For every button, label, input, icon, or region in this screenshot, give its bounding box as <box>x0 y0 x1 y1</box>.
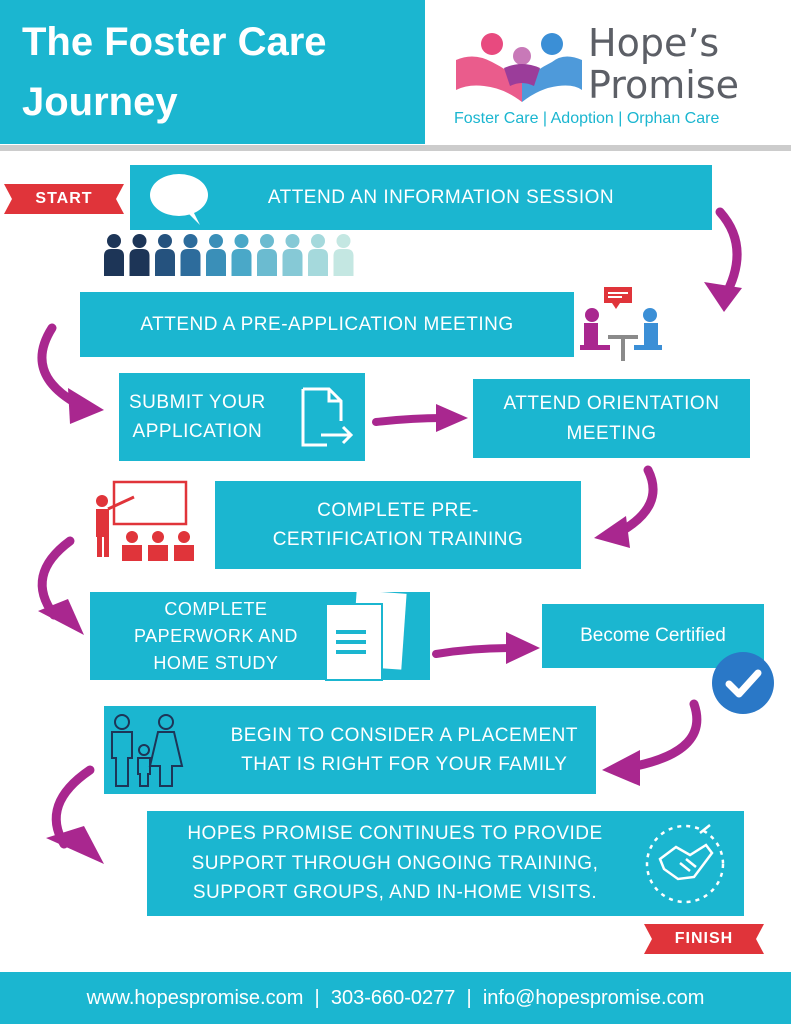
speech-bubble-icon <box>150 174 208 225</box>
step-5-box: COMPLETE PRE- CERTIFICATION TRAINING <box>215 481 581 569</box>
footer-phone-link[interactable]: 303-660-0277 <box>330 986 456 1009</box>
step-8-text-line-2: THAT IS RIGHT FOR YOUR FAMILY <box>241 754 568 775</box>
person-head <box>311 234 325 248</box>
document-icon <box>301 387 354 447</box>
checkmark-icon <box>712 652 774 714</box>
step-2-text: ATTEND A PRE-APPLICATION MEETING <box>140 313 514 335</box>
step-2-box: ATTEND A PRE-APPLICATION MEETING <box>80 292 574 357</box>
person-body <box>333 249 354 276</box>
step-6-text-line-1: COMPLETE <box>164 598 268 619</box>
step-3-box: SUBMIT YOUR APPLICATION <box>119 373 365 461</box>
step-1-text: ATTEND AN INFORMATION SESSION <box>267 186 615 208</box>
brand-name-line-1: Hope’s <box>588 21 720 65</box>
start-ribbon: START <box>4 184 124 214</box>
step-9-text-line-3: SUPPORT GROUPS, AND IN-HOME VISITS. <box>192 882 598 904</box>
step-9-text-line-1: HOPES PROMISE CONTINUES TO PROVIDE <box>187 823 603 845</box>
step-5-text-line-2: CERTIFICATION TRAINING <box>272 529 524 550</box>
page-title-line-2: Journey <box>22 80 178 124</box>
meeting-icon <box>580 287 662 361</box>
step-9-box: HOPES PROMISE CONTINUES TO PROVIDE SUPPO… <box>147 811 744 916</box>
header-divider <box>0 145 791 151</box>
step-8-box: BEGIN TO CONSIDER A PLACEMENT THAT IS RI… <box>104 706 596 794</box>
step-7-text: Become Certified <box>580 625 726 647</box>
teacher-icon <box>96 480 194 561</box>
person-head <box>285 234 300 248</box>
step-9-text-line-2: SUPPORT THROUGH ONGOING TRAINING, <box>191 852 599 874</box>
people-gradient-icon <box>104 234 354 276</box>
person-head <box>107 234 121 248</box>
footer: www.hopespromise.com | 303-660-0277 | in… <box>0 972 791 1024</box>
person-head <box>260 234 274 248</box>
step-5-text-line-1: COMPLETE PRE- <box>317 499 479 521</box>
handshake-icon <box>645 824 725 904</box>
logo-icon <box>456 33 582 102</box>
step-6-text-line-2: PAPERWORK AND <box>134 625 298 646</box>
finish-ribbon: FINISH <box>644 924 764 954</box>
person-head <box>132 234 147 248</box>
person-body <box>129 249 150 276</box>
arrow-2 <box>37 323 104 424</box>
page-title-line-1: The Foster Care <box>22 20 327 64</box>
step-8-text-line-1: BEGIN TO CONSIDER A PLACEMENT <box>230 724 578 746</box>
person-body <box>257 249 277 276</box>
arrow-1 <box>704 207 742 312</box>
footer-separator-2: | <box>466 986 472 1009</box>
step-4-box: ATTEND ORIENTATION MEETING <box>473 379 750 458</box>
family-icon <box>111 714 184 787</box>
person-body <box>104 249 124 276</box>
step-6-box: COMPLETE PAPERWORK AND HOME STUDY <box>90 590 430 681</box>
person-head <box>183 234 198 248</box>
person-head <box>336 234 351 248</box>
finish-label: FINISH <box>674 930 734 947</box>
step-4-text-line-1: ATTEND ORIENTATION <box>503 393 720 415</box>
arrow-6 <box>432 632 540 664</box>
arrow-5 <box>37 536 84 635</box>
step-4-text-line-2: MEETING <box>566 422 657 444</box>
arrow-3 <box>372 404 468 432</box>
start-label: START <box>35 190 93 207</box>
person-head <box>234 234 249 248</box>
paperwork-icon <box>325 590 407 681</box>
person-body <box>206 249 226 276</box>
title-box: The Foster Care Journey <box>0 0 425 144</box>
person-head <box>158 234 172 248</box>
arrow-4 <box>594 465 658 548</box>
step-6-text-line-3: HOME STUDY <box>153 652 279 673</box>
person-body <box>308 249 328 276</box>
person-head <box>209 234 223 248</box>
person-body <box>231 249 252 276</box>
arrow-7 <box>602 699 702 786</box>
step-1-box: ATTEND AN INFORMATION SESSION <box>130 165 712 230</box>
brand-tagline: Foster Care | Adoption | Orphan Care <box>454 110 720 127</box>
person-body <box>180 249 201 276</box>
arrow-8 <box>46 765 104 864</box>
step-3-text-line-1: SUBMIT YOUR <box>129 391 266 413</box>
footer-website-link[interactable]: www.hopespromise.com <box>86 986 304 1009</box>
footer-separator-1: | <box>314 986 320 1009</box>
step-3-text-line-2: APPLICATION <box>132 421 263 442</box>
person-body <box>155 249 175 276</box>
footer-email-link[interactable]: info@hopespromise.com <box>482 986 705 1009</box>
logo: Hope’s Promise Foster Care | Adoption | … <box>440 18 780 138</box>
brand-name-line-2: Promise <box>588 63 740 107</box>
person-body <box>282 249 303 276</box>
